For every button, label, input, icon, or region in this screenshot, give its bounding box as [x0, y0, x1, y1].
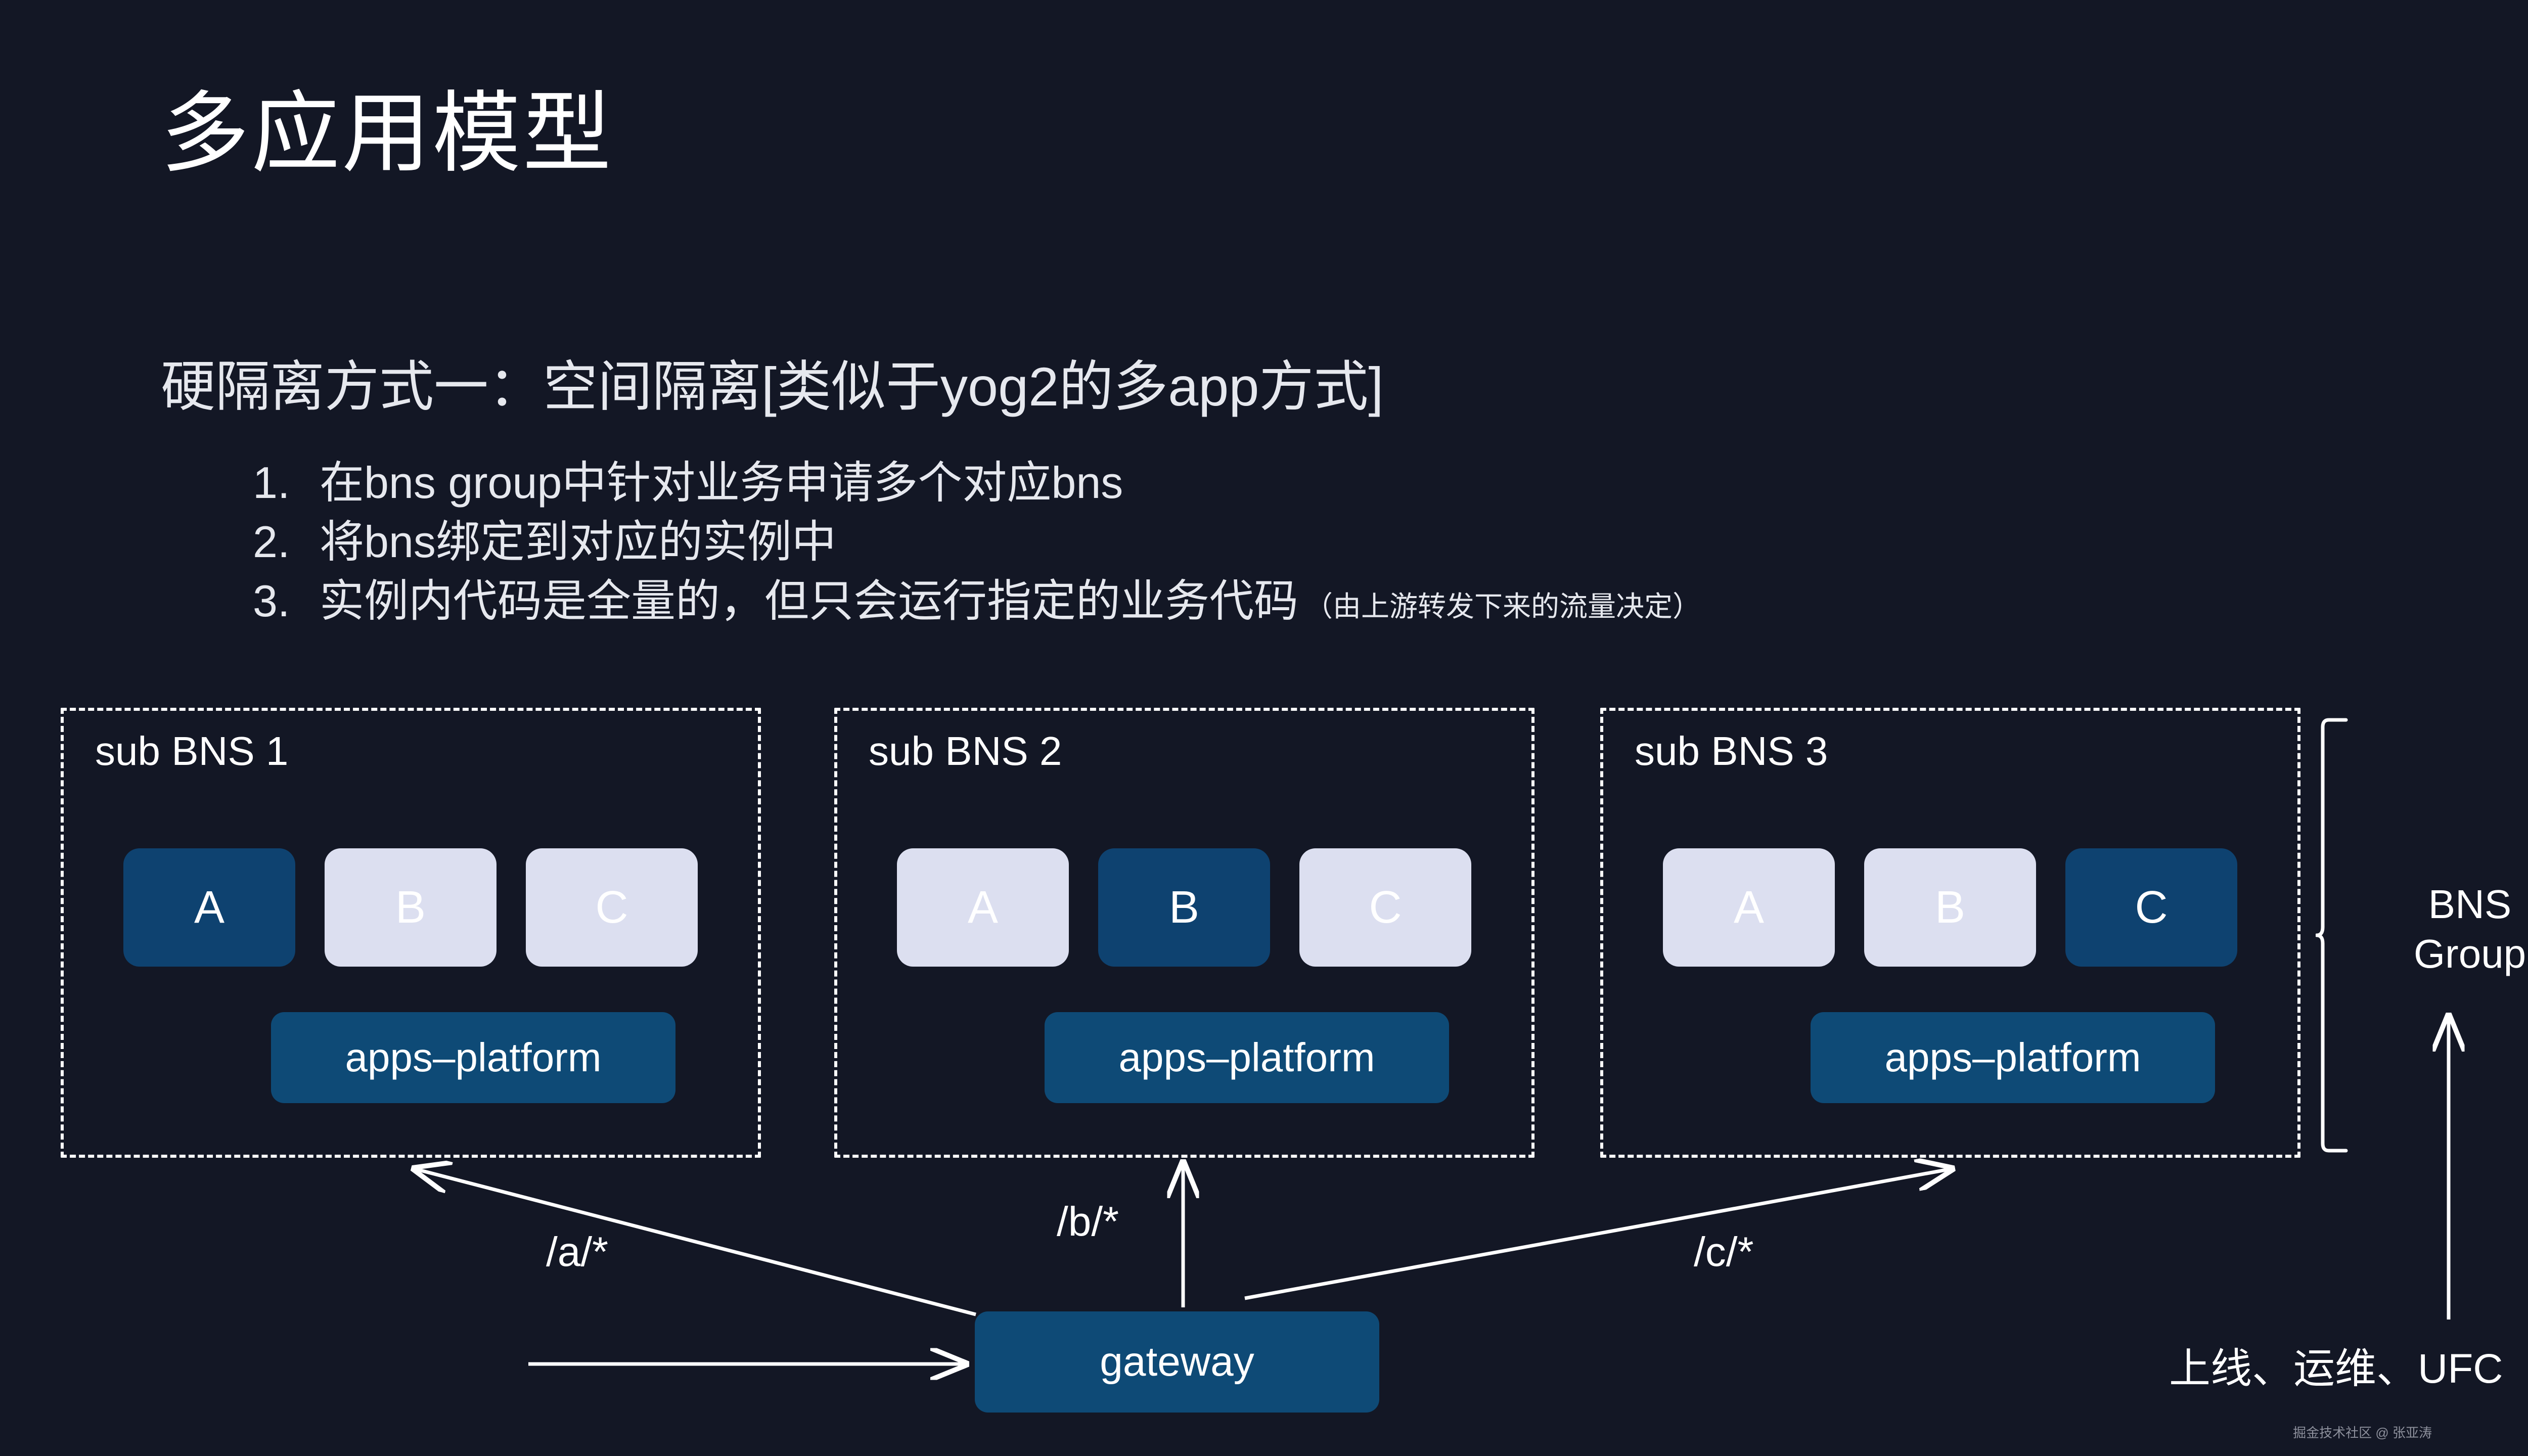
app-chip-b[interactable]: B	[1864, 848, 2036, 967]
subtitle: 硬隔离方式一：空间隔离[类似于yog2的多app方式]	[161, 356, 1384, 417]
sub-bns-label: sub BNS 1	[95, 729, 289, 774]
bullet-list: 1. 在bns group中针对业务申请多个对应bns 2. 将bns绑定到对应…	[253, 453, 1701, 630]
connector-gateway-to-bns1	[415, 1169, 976, 1316]
apps-platform-chip[interactable]: apps–platform	[271, 1012, 675, 1103]
sub-bns-label: sub BNS 2	[869, 729, 1062, 774]
apps-platform-chip[interactable]: apps–platform	[1045, 1012, 1449, 1103]
app-chip-row: A B C	[123, 848, 698, 967]
bns-group-label-line2: Group	[2413, 931, 2526, 976]
app-chip-b[interactable]: B	[325, 848, 496, 967]
sub-bns-box: sub BNS 3 A B C apps–platform	[1600, 708, 2300, 1158]
list-item-number: 2.	[253, 517, 290, 567]
page-title: 多应用模型	[161, 84, 613, 183]
list-item: 3. 实例内代码是全量的，但只会运行指定的业务代码 （由上游转发下来的流量决定）	[253, 571, 1701, 630]
list-item: 2. 将bns绑定到对应的实例中	[253, 512, 1701, 571]
list-item-label: 将bns绑定到对应的实例中	[320, 517, 836, 567]
list-item-label: 在bns group中针对业务申请多个对应bns	[320, 458, 1123, 508]
app-chip-a[interactable]: A	[123, 848, 295, 967]
list-item-number: 3.	[253, 576, 290, 626]
app-chip-c[interactable]: C	[1299, 848, 1471, 967]
sub-bns-label: sub BNS 3	[1635, 729, 1828, 774]
list-item-note: （由上游转发下来的流量决定）	[1304, 590, 1701, 623]
app-chip-row: A B C	[1663, 848, 2237, 967]
list-item-label: 实例内代码是全量的，但只会运行指定的业务代码	[320, 576, 1299, 626]
app-chip-row: A B C	[897, 848, 1471, 967]
watermark: 掘金技术社区 @ 张亚涛	[2293, 1425, 2432, 1440]
bns-group-bracket-icon	[2316, 718, 2348, 1153]
app-chip-a[interactable]: A	[1663, 848, 1835, 967]
ops-label: 上线、运维、UFC	[2169, 1346, 2503, 1392]
route-label-b: /b/*	[1057, 1199, 1119, 1245]
app-chip-c[interactable]: C	[526, 848, 698, 967]
app-chip-b[interactable]: B	[1098, 848, 1270, 967]
list-item: 1. 在bns group中针对业务申请多个对应bns	[253, 453, 1701, 512]
sub-bns-box: sub BNS 1 A B C apps–platform	[61, 708, 761, 1158]
list-item-number: 1.	[253, 458, 290, 508]
apps-platform-chip[interactable]: apps–platform	[1811, 1012, 2215, 1103]
connector-gateway-to-bns3	[1244, 1169, 1952, 1300]
route-label-a: /a/*	[546, 1229, 609, 1275]
sub-bns-box: sub BNS 2 A B C apps–platform	[834, 708, 1534, 1158]
gateway-node[interactable]: gateway	[975, 1311, 1379, 1413]
app-chip-c[interactable]: C	[2065, 848, 2237, 967]
bns-group-label-line1: BNS	[2428, 882, 2512, 927]
route-label-c: /c/*	[1694, 1229, 1754, 1275]
app-chip-a[interactable]: A	[897, 848, 1069, 967]
bns-group-label: BNS Group	[2394, 880, 2528, 978]
